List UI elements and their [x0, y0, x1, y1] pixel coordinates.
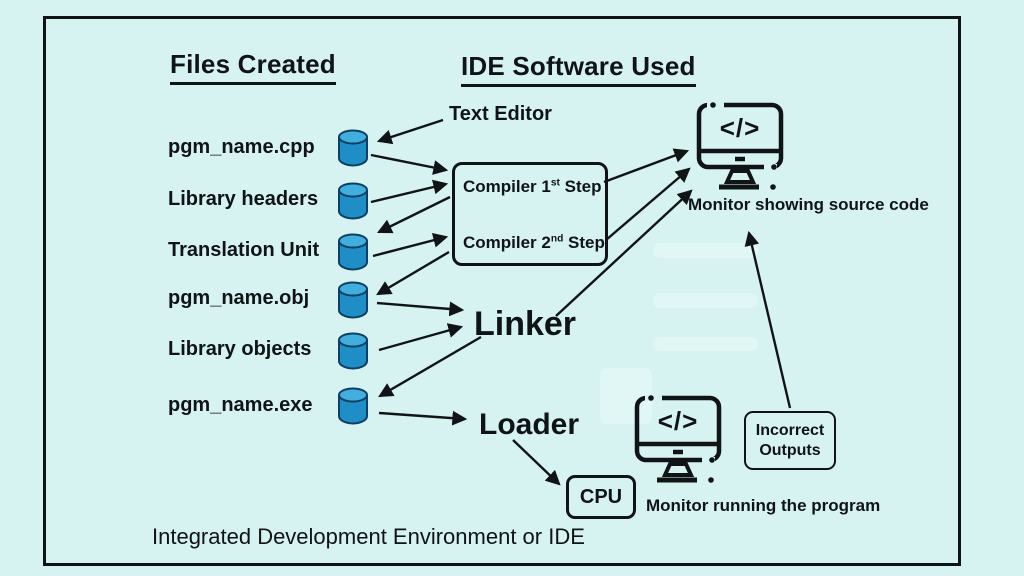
source-code-monitor-icon: </>: [694, 100, 786, 192]
running-program-monitor-icon: </>: [632, 393, 724, 485]
footer-caption: Integrated Development Environment or ID…: [152, 524, 585, 549]
database-cylinder-icon: [338, 233, 368, 271]
compiler-step2-label: Compiler 2nd Step: [463, 233, 605, 252]
code-glyph: </>: [719, 113, 761, 143]
file-label-pgm-name-exe: pgm_name.exe: [168, 394, 313, 416]
file-label-pgm-name-obj: pgm_name.obj: [168, 287, 310, 309]
watermark-bar: [600, 368, 652, 424]
database-cylinder-icon: [338, 182, 368, 220]
database-cylinder-icon: [338, 332, 368, 370]
source-monitor-caption: Monitor showing source code: [688, 195, 929, 214]
incorrect-outputs-line2: Outputs: [759, 441, 821, 459]
incorrect-outputs-line1: Incorrect: [755, 422, 825, 440]
text-editor-label: Text Editor: [449, 103, 552, 125]
ide-software-heading: IDE Software Used: [461, 51, 696, 87]
linker-label: Linker: [474, 305, 577, 343]
files-created-heading: Files Created: [170, 49, 336, 85]
database-cylinder-icon: [338, 281, 368, 319]
file-label-library-objects: Library objects: [168, 338, 312, 360]
file-label-translation-unit: Translation Unit: [168, 239, 320, 261]
diagram-border: [43, 16, 961, 566]
incorrect-outputs-box: Incorrect Outputs: [744, 411, 836, 470]
code-glyph: </>: [657, 406, 699, 436]
file-label-pgm-name-cpp: pgm_name.cpp: [168, 136, 315, 158]
cpu-label: CPU: [579, 485, 623, 508]
watermark-bar: [653, 337, 758, 351]
compiler-box: Compiler 1st Step Compiler 2nd Step: [452, 162, 608, 266]
loader-label: Loader: [479, 408, 580, 441]
cpu-box: CPU: [566, 475, 636, 519]
database-cylinder-icon: [338, 387, 368, 425]
database-cylinder-icon: [338, 129, 368, 167]
running-monitor-caption: Monitor running the program: [646, 496, 881, 515]
file-label-library-headers: Library headers: [168, 188, 319, 210]
compiler-step1-label: Compiler 1st Step: [463, 177, 602, 196]
